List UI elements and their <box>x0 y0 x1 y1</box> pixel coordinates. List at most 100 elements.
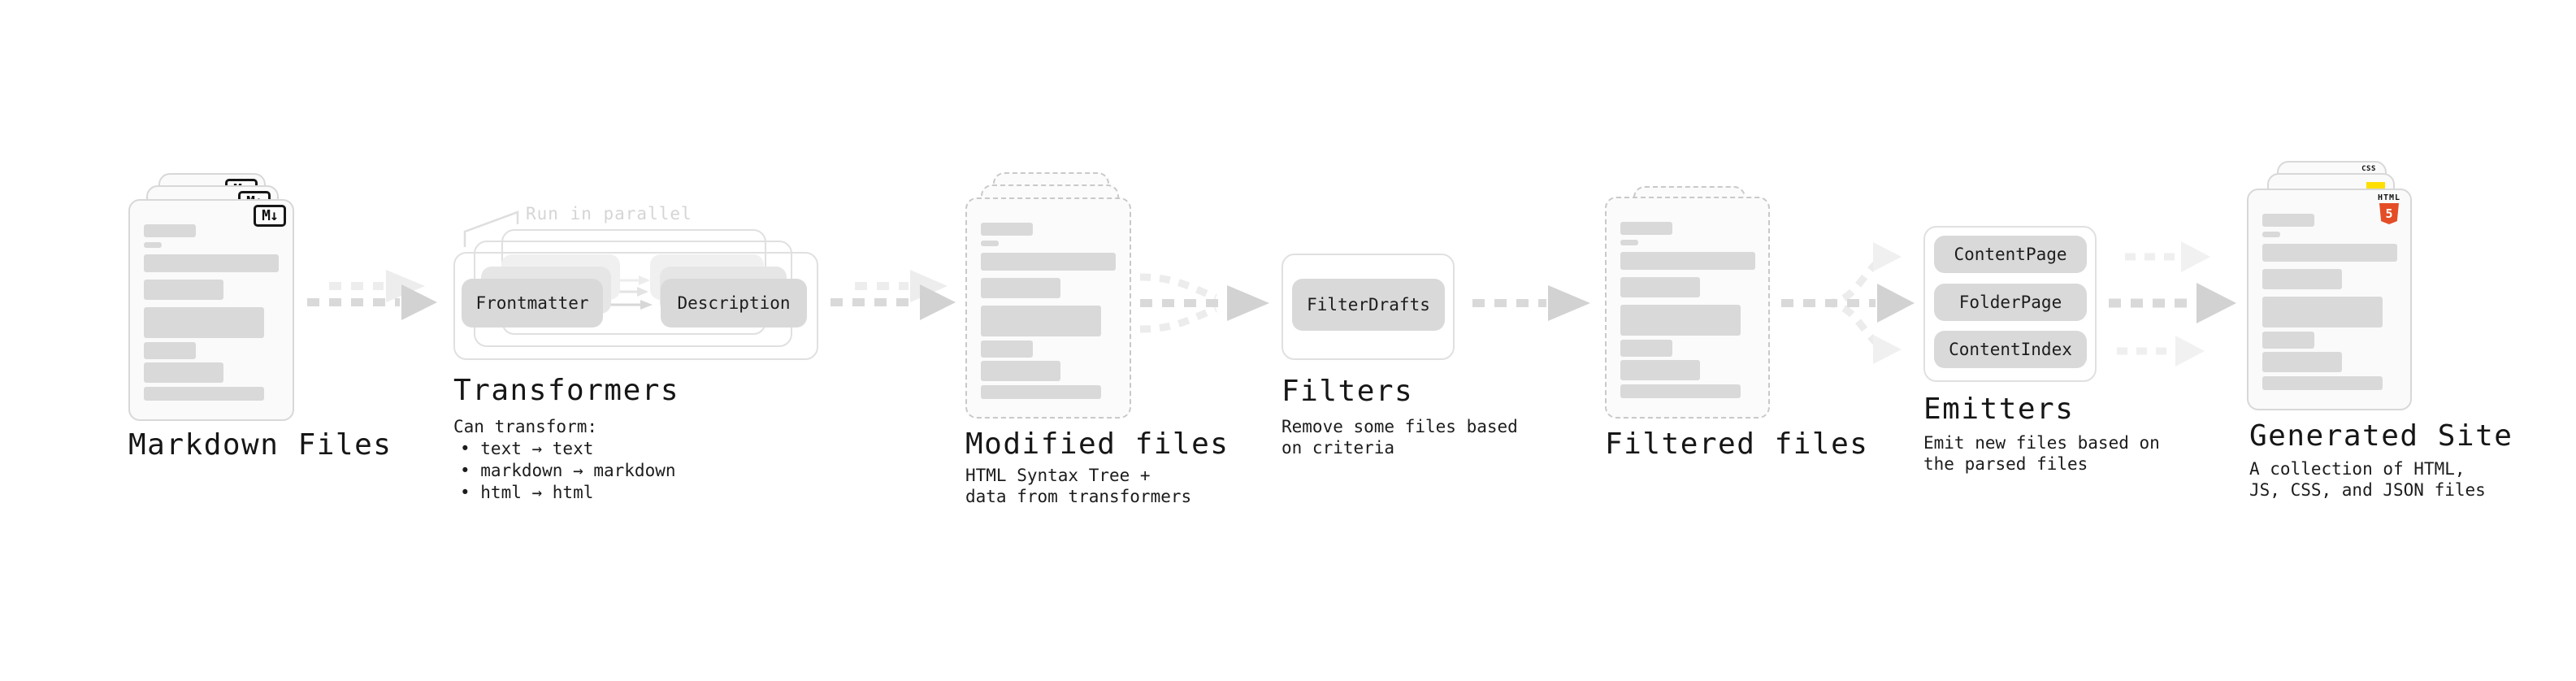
arrowhead <box>401 284 437 320</box>
arrow-markdown-to-transformers <box>307 270 437 320</box>
emitter-pill-contentpage: ContentPage <box>1934 236 2087 273</box>
doc-bar <box>144 280 223 300</box>
doc-bar <box>1620 240 1638 245</box>
doc-bar <box>1620 252 1755 270</box>
arrowhead <box>1873 335 1902 364</box>
bullet-line: • text → text <box>460 439 594 458</box>
doc-bar <box>1620 277 1700 297</box>
doc-bar <box>144 387 264 401</box>
stage-label: Emitters <box>1923 393 2075 426</box>
arrowhead <box>910 270 948 302</box>
doc-bar <box>144 307 264 338</box>
stage-description: Remove some files based <box>1281 417 1518 436</box>
stage-description: JS, CSS, and JSON files <box>2249 480 2486 500</box>
stage-label: Modified files <box>965 427 1229 461</box>
doc-bar <box>144 342 196 359</box>
dashed-curve <box>1139 305 1217 333</box>
transformer-pill-frontmatter: Frontmatter <box>462 279 603 327</box>
arrowhead <box>920 284 956 320</box>
arrowhead <box>2181 241 2210 272</box>
doc-bar <box>1620 360 1700 380</box>
doc-bar <box>2262 352 2342 372</box>
doc-bar <box>981 253 1116 271</box>
doc-bar <box>2262 214 2314 227</box>
doc-bar <box>1620 222 1672 235</box>
arrow-filtered-to-emitters <box>1781 242 1915 364</box>
arrowhead <box>1548 285 1590 321</box>
arrowhead <box>2197 283 2236 323</box>
html5-icon: HTML 5 <box>2378 194 2400 224</box>
annotation-leader-line <box>463 210 519 247</box>
stage-label: Markdown Files <box>128 428 392 462</box>
stage-description: on criteria <box>1281 438 1395 458</box>
filters-frame <box>1281 254 1455 360</box>
doc-bar <box>144 224 196 237</box>
filter-pill-filterdrafts: FilterDrafts <box>1292 279 1445 331</box>
run-in-parallel-annotation: Run in parallel <box>526 204 692 223</box>
doc-text-placeholder <box>144 201 293 419</box>
arrowhead <box>386 270 425 302</box>
stage-description: data from transformers <box>965 487 1192 506</box>
doc-bar <box>981 385 1101 399</box>
js-icon <box>2366 182 2385 191</box>
bullet-line: • html → html <box>460 483 594 502</box>
transformer-pill-description: Description <box>661 279 807 327</box>
doc-text-placeholder <box>981 199 1130 417</box>
bullet-line: • markdown → markdown <box>460 461 676 480</box>
doc-bar <box>2262 332 2314 349</box>
html5-icon-five: 5 <box>2385 206 2393 221</box>
arrowhead <box>1227 285 1269 321</box>
css-icon-text: CSS <box>2361 165 2376 173</box>
doc-bar <box>2262 269 2342 289</box>
doc-bar <box>1620 384 1741 398</box>
html5-icon-shield: 5 <box>2379 203 2399 224</box>
dashed-curve <box>1139 273 1217 301</box>
html5-icon-text: HTML <box>2378 193 2401 202</box>
doc-bar <box>2262 376 2383 390</box>
doc-bar <box>981 306 1101 336</box>
file-card-front: HTML 5 <box>2247 189 2412 410</box>
file-card-front <box>965 197 1131 419</box>
doc-text-placeholder <box>1620 198 1768 417</box>
stage-label: Transformers <box>453 374 680 407</box>
emitters-frame <box>1923 226 2097 382</box>
arrowhead <box>1873 242 1902 271</box>
doc-bar <box>2262 244 2397 262</box>
stage-label: Generated Site <box>2249 419 2513 453</box>
stage-description: Emit new files based on <box>1923 433 2160 453</box>
stage-label: Filtered files <box>1605 427 1869 461</box>
dashed-curve <box>1824 261 1879 307</box>
doc-bar <box>981 361 1060 381</box>
arrow-filters-to-filtered <box>1472 285 1590 321</box>
emitter-pill-folderpage: FolderPage <box>1934 284 2087 321</box>
stage-description: the parsed files <box>1923 454 2088 474</box>
stage-label: Filters <box>1281 375 1414 408</box>
arrowhead <box>1877 284 1915 323</box>
doc-bar <box>1620 305 1741 336</box>
transformer-frame-front <box>453 252 818 360</box>
emitter-pill-contentindex: ContentIndex <box>1934 331 2087 368</box>
doc-bar <box>981 223 1033 236</box>
doc-bar <box>981 278 1060 298</box>
file-card-front <box>1605 197 1770 419</box>
doc-bar <box>2262 232 2280 237</box>
arrow-transformers-to-modified <box>830 270 956 320</box>
stage-description: A collection of HTML, <box>2249 459 2465 479</box>
arrowhead <box>2175 336 2205 367</box>
dashed-curve <box>1824 299 1879 345</box>
arrow-modified-to-filters <box>1139 273 1269 333</box>
mini-arrowhead <box>639 275 650 285</box>
doc-bar <box>2262 297 2383 327</box>
mini-arrowhead <box>640 300 653 310</box>
doc-bar <box>144 362 223 383</box>
doc-text-placeholder <box>2262 190 2410 409</box>
doc-bar <box>144 254 279 272</box>
arrow-emitters-to-generated <box>2109 241 2236 367</box>
stage-description: HTML Syntax Tree + <box>965 466 1151 485</box>
doc-bar <box>1620 340 1672 357</box>
stage-description: Can transform: <box>453 417 598 436</box>
doc-bar <box>144 242 162 248</box>
doc-bar <box>981 241 999 246</box>
